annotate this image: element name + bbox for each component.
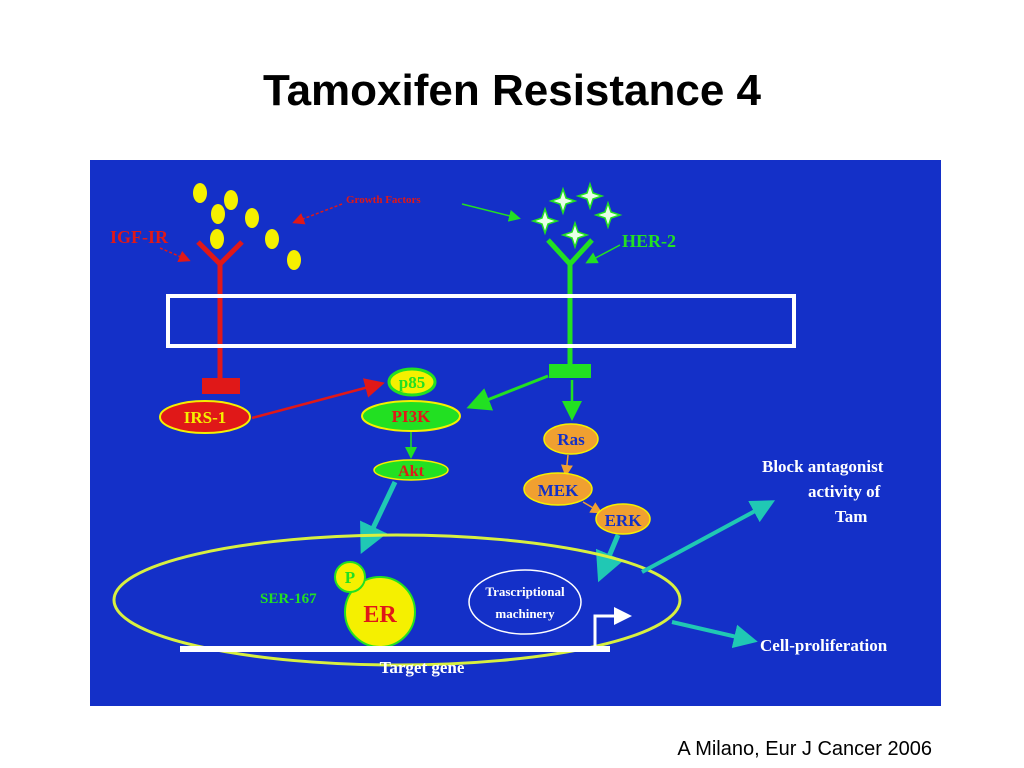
igf-ir-kinase-block <box>202 378 240 394</box>
igf-ir-label: IGF-IR <box>110 227 169 247</box>
citation: A Milano, Eur J Cancer 2006 <box>677 738 932 760</box>
block-antagonist-line1: Block antagonist <box>762 457 884 476</box>
akt-label: Akt <box>398 463 424 480</box>
erk-node <box>595 503 651 535</box>
block-antagonist-line3: Tam <box>835 507 867 526</box>
block-antagonist-arrow <box>641 500 776 574</box>
er-label: ER <box>363 602 397 628</box>
ras-label: Ras <box>557 430 585 449</box>
mek-to-erk-arrow <box>582 501 603 514</box>
igf-growth-factor-particles <box>193 183 301 270</box>
cell-proliferation-label: Cell-proliferation <box>760 636 888 655</box>
irs1-to-p85-arrow <box>251 378 385 420</box>
her2-kinase-block <box>549 364 591 378</box>
irs1-label: IRS-1 <box>184 408 227 427</box>
growth-factors-arrow-right <box>461 203 521 222</box>
her2-arrow <box>585 244 621 264</box>
irs1-node <box>159 400 251 434</box>
her2-growth-factor-stars <box>530 181 623 250</box>
transcription-start-arrow <box>593 607 632 646</box>
her2-label: HER-2 <box>622 231 676 251</box>
pi3k-node <box>361 400 461 432</box>
mek-node <box>523 472 593 506</box>
phospho-label: P <box>345 568 355 587</box>
target-gene-label: Target gene <box>380 658 465 677</box>
transcriptional-machinery-node <box>468 569 582 635</box>
growth-factors-arrow-left <box>292 203 343 225</box>
transcriptional-machinery-line2: machinery <box>495 606 555 621</box>
cell-membrane <box>166 294 796 348</box>
phospho-node <box>334 561 366 593</box>
ras-node <box>543 423 599 455</box>
akt-node <box>373 459 449 481</box>
signaling-pathway-diagram: Growth Factors IGF-IR HER-2 IRS-1 p85 PI… <box>90 160 941 706</box>
growth-factors-label: Growth Factors <box>346 194 421 206</box>
pi3k-label: PI3K <box>392 407 432 426</box>
erk-label: ERK <box>605 511 643 530</box>
mek-label: MEK <box>538 481 579 500</box>
igf-ir-arrow <box>159 247 191 262</box>
erk-to-machinery-arrow <box>595 534 624 583</box>
block-antagonist-line2: activity of <box>808 482 881 501</box>
slide-title: Tamoxifen Resistance 4 <box>262 66 762 115</box>
ser167-label: SER-167 <box>260 591 317 607</box>
transcriptional-machinery-line1: Trascriptional <box>485 584 565 599</box>
cell-proliferation-arrow <box>671 620 758 649</box>
p85-node <box>387 367 437 397</box>
nucleus <box>112 533 682 667</box>
ras-to-mek-arrow <box>560 454 573 477</box>
p85-label: p85 <box>399 373 425 392</box>
her2-to-pi3k-arrow <box>466 374 549 411</box>
